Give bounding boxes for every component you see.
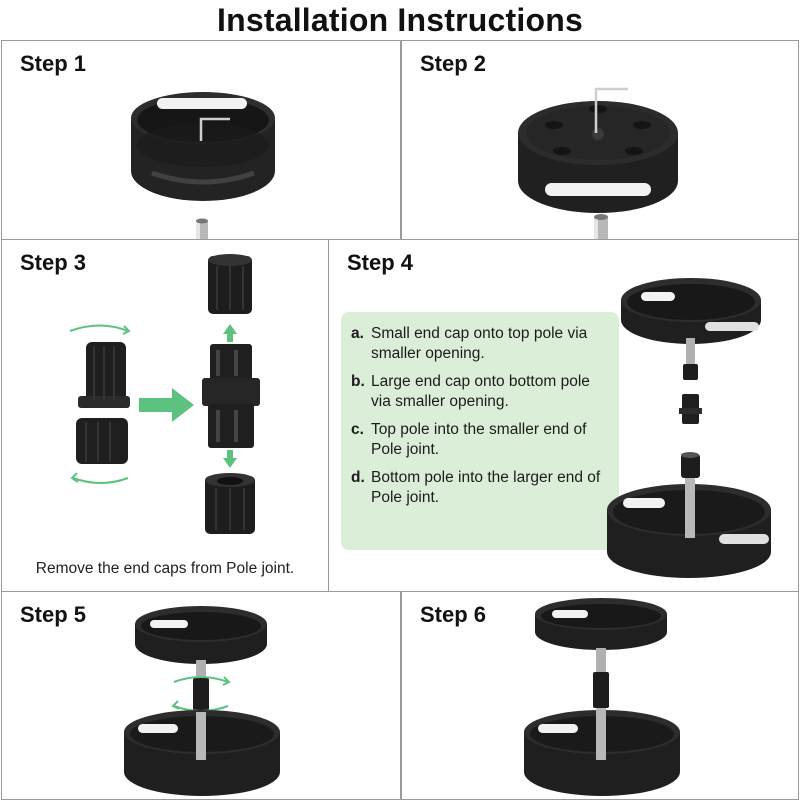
step-6-label: Step 6 xyxy=(420,602,487,627)
step-5-label: Step 5 xyxy=(20,602,87,627)
step-5-illustration xyxy=(124,606,280,796)
step-1-label: Step 1 xyxy=(20,51,87,76)
step-1-panel: Step 1 xyxy=(1,40,401,241)
step-3-label: Step 3 xyxy=(20,250,87,275)
step-3-caption: Remove the end caps from Pole joint. xyxy=(35,560,295,577)
instruction-item-d: d. Bottom pole into the larger end of Po… xyxy=(351,469,601,506)
step-5-panel: Step 5 xyxy=(1,591,401,800)
step-2-panel: Step 2 xyxy=(401,40,799,241)
step-3-panel: Step 3 xyxy=(1,239,329,592)
instruction-list: a. Small end cap onto top pole via small… xyxy=(341,312,619,550)
instruction-item-a: a. Small end cap onto top pole via small… xyxy=(351,325,588,362)
instruction-item-c: c. Top pole into the smaller end of Pole… xyxy=(351,421,587,458)
step-2-label: Step 2 xyxy=(420,51,487,76)
step-3-illustration xyxy=(69,254,260,534)
step-4-panel: Step 4 a. Small end cap onto top pole vi… xyxy=(328,239,799,592)
step-4-label: Step 4 xyxy=(347,250,414,275)
step-4-illustration xyxy=(607,278,771,578)
step-6-illustration xyxy=(524,598,680,796)
step-6-panel: Step 6 xyxy=(401,591,799,800)
page-title: Installation Instructions xyxy=(217,2,583,38)
step-2-illustration xyxy=(518,87,678,241)
step-1-illustration xyxy=(131,92,275,241)
instruction-item-b: b. Large end cap onto bottom pole via sm… xyxy=(351,373,590,410)
